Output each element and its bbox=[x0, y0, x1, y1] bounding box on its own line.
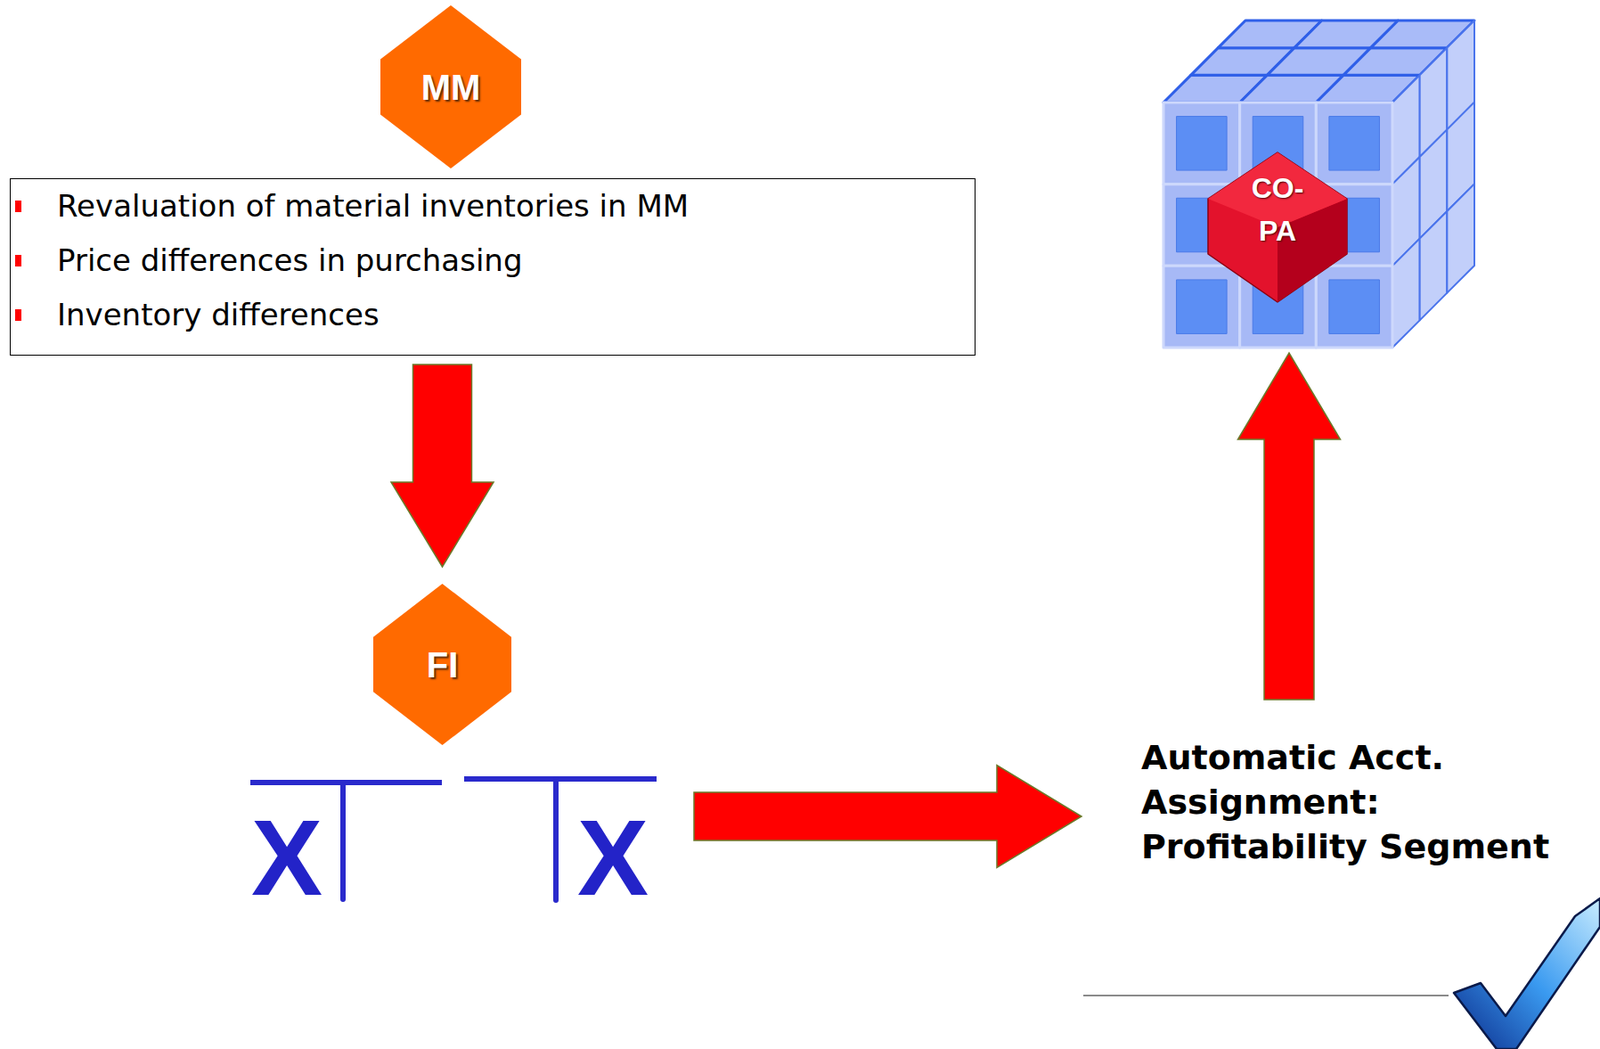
cube-front-square bbox=[1329, 116, 1380, 171]
flow-arrow bbox=[391, 364, 494, 567]
t-account: X bbox=[464, 769, 657, 904]
cube-side-tile bbox=[1420, 211, 1448, 320]
flow-arrow bbox=[693, 765, 1082, 868]
bullet-item: Price differences in purchasing bbox=[57, 233, 964, 288]
node-label: CO- PA bbox=[1237, 166, 1318, 253]
t-account-bar bbox=[464, 775, 657, 782]
diamond-fill bbox=[380, 5, 522, 169]
process-label: Automatic Acct. Assignment: Profitabilit… bbox=[1141, 734, 1587, 869]
process-box: Revaluation of material inventories in M… bbox=[9, 178, 976, 356]
node-label: MM bbox=[421, 69, 482, 106]
cube-front-tile bbox=[1315, 102, 1393, 185]
checkmark-icon bbox=[1453, 897, 1600, 1049]
cube-front-tile bbox=[1163, 102, 1241, 185]
account-entry: X bbox=[577, 803, 649, 911]
t-account: X bbox=[250, 773, 442, 903]
account-entry: X bbox=[251, 803, 323, 911]
t-account-stem bbox=[553, 778, 559, 900]
cube-front-square bbox=[1176, 279, 1228, 335]
node-label: FI bbox=[426, 646, 459, 683]
flow-arrow bbox=[1238, 352, 1341, 700]
bullet-item: Revaluation of material inventories in M… bbox=[57, 179, 964, 234]
cube-side-tile bbox=[1446, 183, 1475, 293]
cube-side-tile bbox=[1392, 238, 1421, 348]
bullet-item: Inventory differences bbox=[57, 287, 964, 343]
cube-front-tile bbox=[1315, 265, 1393, 348]
module-cube bbox=[1208, 152, 1347, 303]
t-account-bar bbox=[250, 779, 442, 785]
cube-front-square bbox=[1176, 116, 1228, 171]
cube-front-square bbox=[1329, 279, 1380, 335]
module-diamond: MM bbox=[380, 5, 522, 169]
cube-illustration bbox=[1163, 20, 1476, 348]
t-account-stem bbox=[340, 782, 346, 899]
diamond-fill bbox=[373, 583, 512, 745]
module-diamond: FI bbox=[373, 583, 512, 745]
node-label: Automatic Acct. Assignment: Profitabilit… bbox=[1141, 734, 1587, 869]
rule-line bbox=[1083, 994, 1449, 996]
cube-front-tile bbox=[1163, 265, 1241, 348]
copa-cube: CO- PA bbox=[1163, 20, 1476, 348]
